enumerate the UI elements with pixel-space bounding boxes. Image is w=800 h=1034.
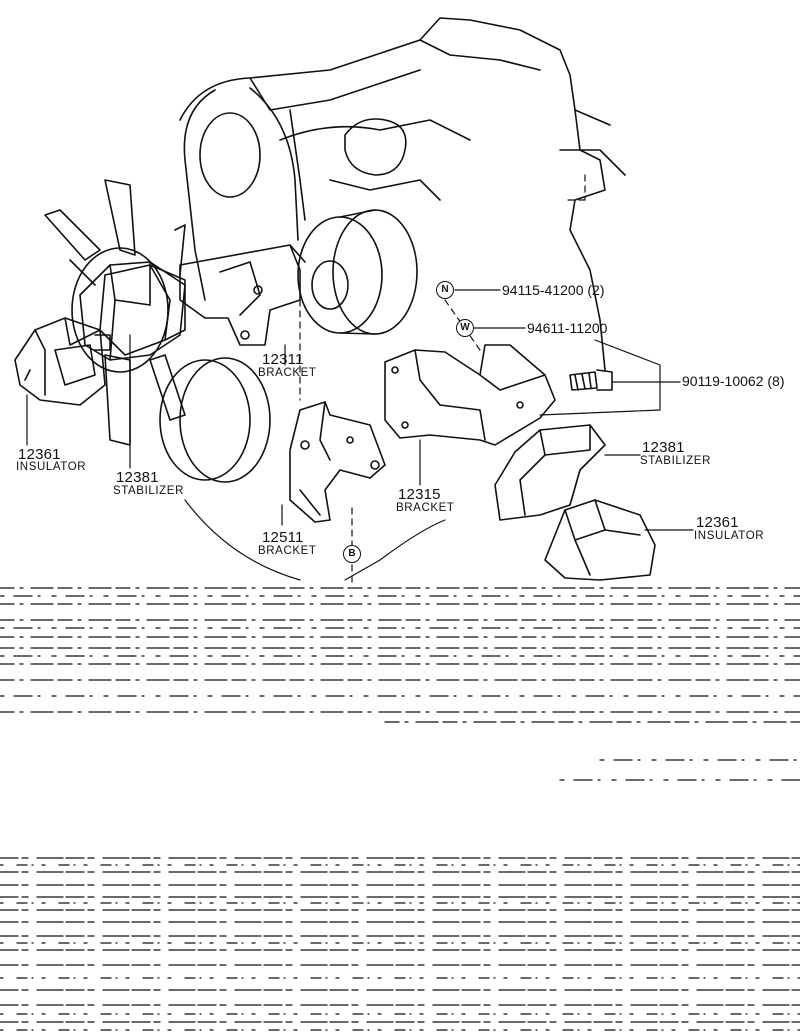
right-stabilizer-drawing [494, 424, 606, 521]
bracket-12311-name: BRACKET [258, 367, 317, 379]
left-stabilizer-drawing [79, 261, 186, 361]
insulator-left-number: 12361 [18, 446, 61, 463]
bracket-12511-number: 12511 [262, 529, 304, 546]
nut-symbol-n: N [436, 281, 454, 299]
insulator-right-number: 12361 [696, 514, 739, 531]
nut-part-number: 94115-41200 (2) [502, 282, 605, 298]
bracket-12315-number: 12315 [398, 486, 441, 503]
bolt-drawing [569, 369, 613, 391]
right-insulator-drawing [544, 499, 656, 581]
bracket-12511-drawing [289, 401, 386, 523]
insulator-left-name: INSULATOR [16, 461, 87, 473]
washer-part-number: 94611-11200 [527, 320, 608, 336]
left-insulator-drawing [14, 317, 111, 406]
bracket-12315-name: BRACKET [396, 502, 455, 514]
alternator-pulley [297, 209, 418, 335]
cooling-fan [44, 179, 186, 446]
stabilizer-right-number: 12381 [642, 439, 685, 456]
crank-pulley [159, 357, 271, 483]
reference-symbol-b: B [343, 545, 361, 563]
scan-noise [0, 587, 800, 1031]
stabilizer-left-name: STABILIZER [113, 485, 184, 497]
bracket-12311-drawing [179, 244, 306, 346]
leader-lines [26, 289, 694, 581]
bracket-12311-number: 12311 [262, 351, 304, 368]
timing-belt-cover [183, 87, 299, 301]
stabilizer-left-number: 12381 [116, 469, 159, 486]
dashed-alignment-lines [299, 174, 586, 583]
engine-block-outline [179, 17, 626, 371]
insulator-right-name: INSULATOR [694, 530, 765, 542]
bracket-12315-drawing [384, 344, 556, 446]
bolt-part-number: 90119-10062 (8) [682, 373, 785, 389]
stabilizer-right-name: STABILIZER [640, 455, 711, 467]
bracket-12511-name: BRACKET [258, 545, 317, 557]
washer-symbol-w: W [456, 319, 474, 337]
